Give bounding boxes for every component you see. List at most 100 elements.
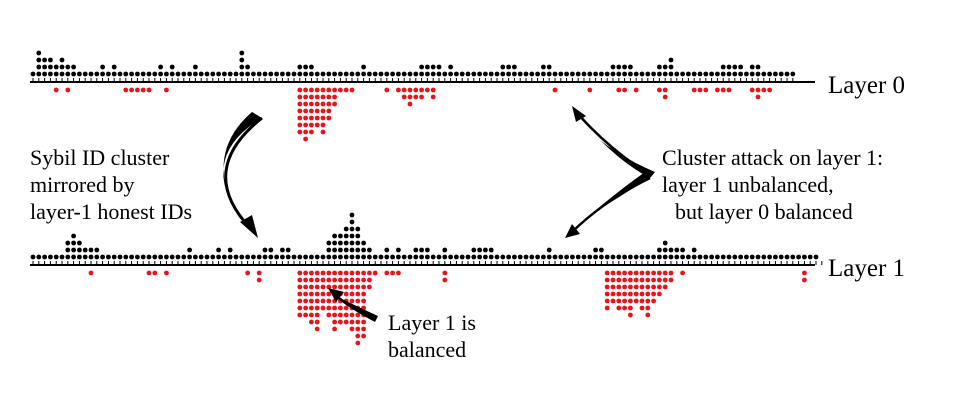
honest-id-dot	[268, 254, 274, 260]
honest-id-dot	[645, 71, 651, 77]
honest-id-dot	[36, 57, 42, 63]
sybil-id-dot	[657, 87, 662, 93]
sybil-id-dot	[309, 305, 314, 311]
honest-id-dot	[546, 254, 552, 260]
sybil-id-dot	[355, 284, 361, 290]
sybil-id-dot	[616, 284, 622, 290]
sybil-id-dot	[639, 305, 645, 311]
sybil-id-dot	[425, 87, 430, 93]
sybil-id-dot	[604, 270, 610, 276]
sybil-id-dot	[314, 312, 320, 318]
sybil-id-dot	[651, 270, 656, 276]
honest-id-dot	[280, 247, 285, 253]
sybil-id-dot	[755, 94, 761, 100]
honest-id-dot	[680, 247, 685, 253]
honest-id-dot	[285, 247, 291, 253]
sybil-id-dot	[604, 298, 610, 304]
honest-id-dot	[193, 254, 198, 260]
honest-id-dot	[488, 71, 494, 77]
honest-id-dot	[216, 71, 222, 77]
honest-id-dot	[175, 254, 181, 260]
honest-id-dot	[88, 71, 94, 77]
sybil-id-dot	[651, 291, 656, 297]
honest-id-dot	[651, 71, 656, 77]
honest-id-dot	[639, 71, 645, 77]
honest-id-dot	[616, 254, 622, 260]
sybil-id-dot	[610, 270, 616, 276]
sybil-id-dot	[314, 326, 320, 332]
sybil-id-dot	[390, 270, 395, 276]
honest-id-dot	[506, 64, 511, 70]
honest-id-dot	[384, 71, 390, 77]
sybil-id-dot	[372, 270, 378, 276]
sybil-id-dot	[297, 101, 303, 107]
honest-id-dot	[53, 71, 59, 77]
honest-id-dot	[500, 254, 506, 260]
sybil-id-dot	[152, 270, 158, 276]
sybil-id-dot	[297, 298, 303, 304]
sybil-id-dot	[297, 284, 303, 290]
sybil-id-dot	[135, 87, 140, 93]
sybil-id-dot	[622, 270, 627, 276]
layer-1-honest-dots	[30, 212, 819, 260]
sybil-id-dot	[332, 270, 337, 276]
honest-id-dot	[378, 71, 384, 77]
honest-id-dot	[320, 71, 326, 77]
honest-id-dot	[674, 71, 680, 77]
honest-id-dot	[227, 247, 233, 253]
sybil-id-dot	[697, 87, 703, 93]
honest-id-dot	[430, 71, 436, 77]
sybil-id-dot	[610, 277, 616, 283]
honest-id-dot	[784, 71, 790, 77]
sybil-id-dot	[314, 291, 320, 297]
honest-id-dot	[720, 71, 726, 77]
honest-id-dot	[297, 71, 303, 77]
sybil-id-dot	[326, 305, 332, 311]
honest-id-dot	[662, 254, 668, 260]
sybil-id-dot	[645, 291, 651, 297]
honest-id-dot	[65, 64, 71, 70]
honest-id-dot	[465, 254, 471, 260]
honest-id-dot	[53, 254, 59, 260]
honest-id-dot	[193, 64, 198, 70]
honest-id-dot	[309, 64, 314, 70]
sybil-id-dot	[309, 94, 314, 100]
honest-id-dot	[697, 71, 703, 77]
arrow-mirror-body	[223, 112, 262, 205]
honest-id-dot	[483, 247, 488, 253]
sybil-id-dot	[309, 115, 314, 121]
honest-id-dot	[419, 71, 424, 77]
sybil-id-dot	[332, 319, 337, 325]
sybil-id-dot	[320, 291, 326, 297]
sybil-id-dot	[616, 298, 622, 304]
honest-id-dot	[738, 64, 743, 70]
honest-id-dot	[280, 71, 285, 77]
sybil-id-dot	[314, 101, 320, 107]
sybil-id-dot	[355, 333, 361, 339]
honest-id-dot	[303, 71, 308, 77]
sybil-id-dot	[628, 305, 633, 311]
annotation-sybil-cluster: Sybil ID cluster mirrored by layer-1 hon…	[30, 145, 192, 224]
sybil-id-dot	[349, 291, 355, 297]
sybil-id-dot	[303, 291, 308, 297]
honest-id-dot	[303, 64, 308, 70]
honest-id-dot	[442, 71, 448, 77]
sybil-id-dot	[628, 277, 633, 283]
sybil-id-dot	[396, 87, 401, 93]
sybil-id-dot	[140, 87, 146, 93]
honest-id-dot	[500, 64, 506, 70]
honest-id-dot	[135, 71, 140, 77]
sybil-id-dot	[407, 101, 413, 107]
sybil-id-dot	[326, 94, 332, 100]
layer-0-honest-dots	[30, 50, 796, 77]
honest-id-dot	[361, 64, 366, 70]
honest-id-dot	[256, 71, 262, 77]
sybil-id-dot	[320, 298, 326, 304]
honest-id-dot	[599, 71, 604, 77]
sybil-id-dot	[320, 305, 326, 311]
sybil-id-dot	[442, 270, 448, 276]
honest-id-dot	[314, 71, 320, 77]
sybil-id-dot	[326, 312, 332, 318]
honest-id-dot	[222, 71, 227, 77]
honest-id-dot	[239, 50, 245, 56]
